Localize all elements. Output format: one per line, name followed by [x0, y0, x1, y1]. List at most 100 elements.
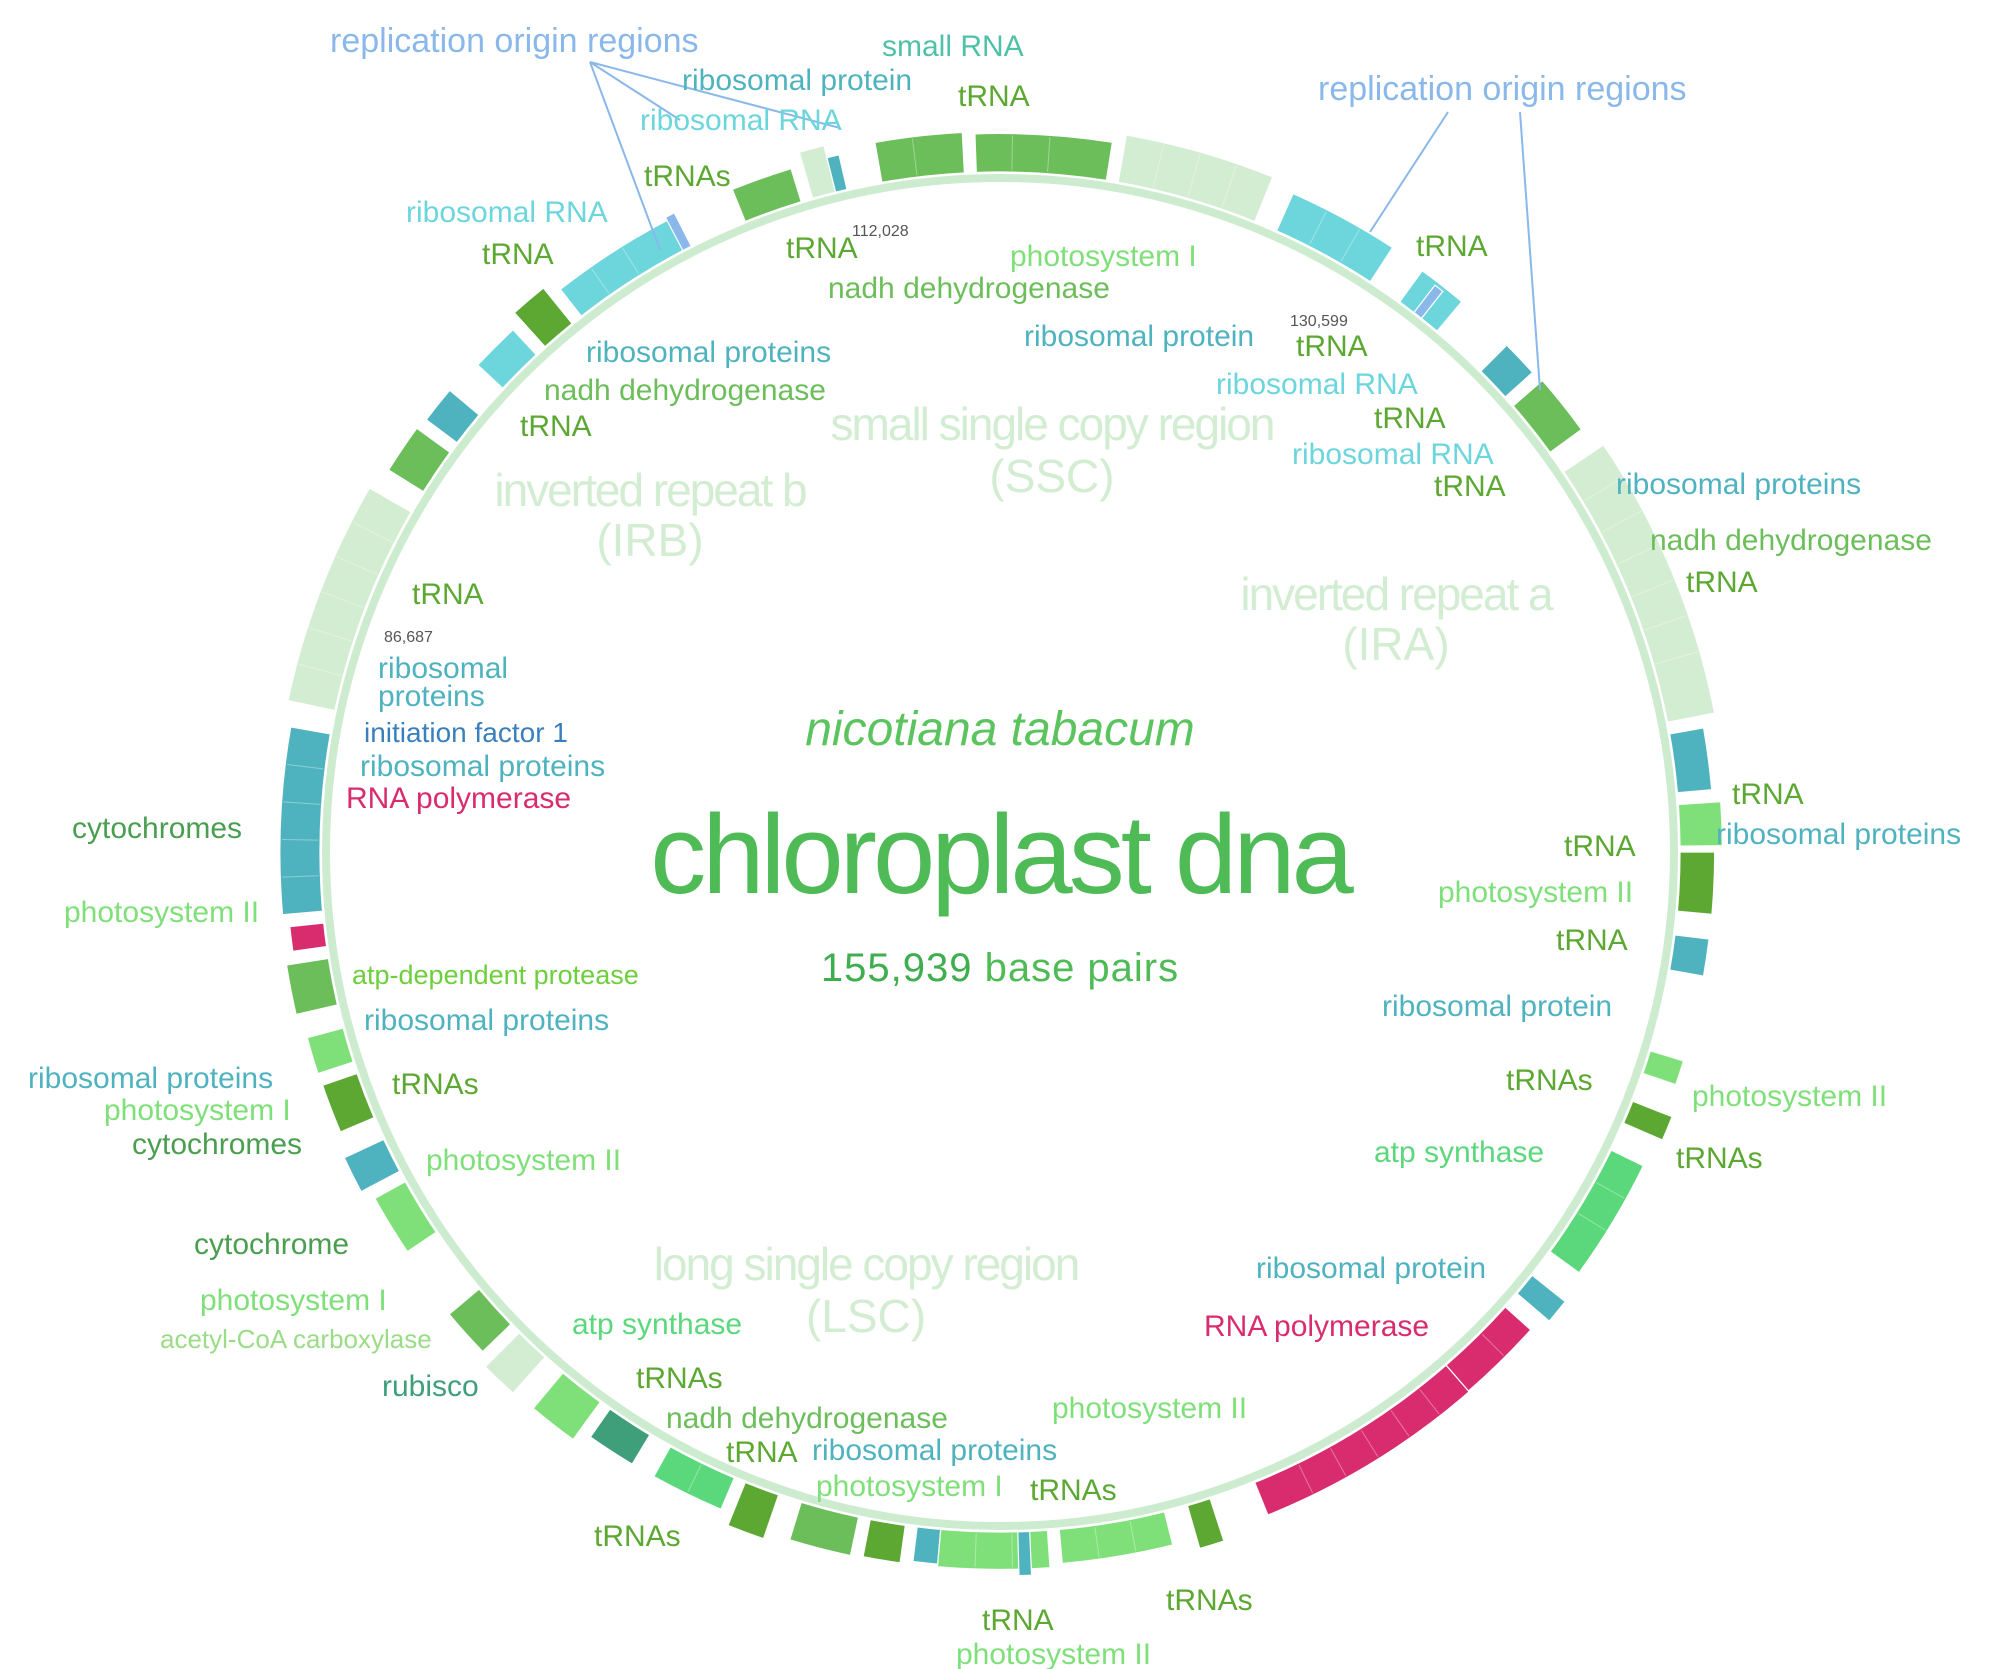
label-nadh-dehydrogenase: nadh dehydrogenase — [666, 1402, 948, 1435]
label-photosystem-ii: photosystem II — [1692, 1080, 1887, 1113]
gene-segment-ribosomal-protein — [343, 1138, 401, 1193]
segment-divider — [1584, 477, 1623, 502]
segment-divider — [1617, 544, 1659, 565]
label-trna: tRNA — [1686, 566, 1758, 599]
segment-divider — [352, 521, 393, 543]
label-cytochrome: cytochrome — [194, 1228, 349, 1261]
label-trna: tRNA — [958, 80, 1030, 113]
segment-divider — [1655, 651, 1699, 665]
gene-segments — [279, 131, 1724, 1577]
segment-divider — [1419, 1389, 1440, 1415]
gene-segment-rna-polymerase — [1253, 1364, 1471, 1516]
gene-segment-nadh — [448, 1288, 512, 1353]
label-trna: tRNA — [982, 1604, 1054, 1637]
segment-divider — [1309, 211, 1327, 245]
label-trna: tRNA — [520, 410, 592, 443]
gene-segment-photosystem — [1642, 1050, 1685, 1086]
segment-divider — [1187, 153, 1201, 197]
label-trnas: tRNAs — [1166, 1584, 1253, 1617]
label-ribosomal-proteins: ribosomal proteins — [28, 1062, 273, 1095]
gene-segment-photosystem — [1677, 800, 1724, 847]
label-nadh-dehydrogenase: nadh dehydrogenase — [828, 272, 1110, 305]
gene-labels: replication origin regions replication o… — [28, 22, 1961, 1669]
segment-divider — [1632, 579, 1674, 597]
segment-divider — [336, 556, 378, 576]
segment-divider — [1298, 1464, 1314, 1494]
label-ribosomal-proteins: proteins — [378, 680, 485, 713]
label-trnas: tRNAs — [636, 1362, 723, 1395]
label-trnas: tRNAs — [392, 1068, 479, 1101]
genome-length: 155,939 base pairs — [0, 946, 2000, 991]
label-ribosomal-proteins: ribosomal proteins — [1616, 468, 1861, 501]
segment-divider — [1340, 229, 1360, 262]
gene-segment-region — [798, 144, 837, 200]
segment-divider — [1047, 137, 1051, 172]
segment-divider — [281, 838, 319, 841]
label-ribosomal-proteins: ribosomal proteins — [586, 336, 831, 369]
label-ribosomal-proteins: ribosomal — [378, 652, 508, 685]
label-atp-synthase: atp synthase — [572, 1308, 742, 1341]
diagram-title: chloroplast dna — [650, 792, 1354, 917]
label-photosystem-ii: photosystem II — [64, 896, 259, 929]
gene-segment-photosystem — [532, 1372, 602, 1441]
label-nadh-dehydrogenase: nadh dehydrogenase — [544, 374, 826, 407]
gene-segment-atp — [653, 1445, 736, 1511]
label-atp-synthase: atp synthase — [1374, 1136, 1544, 1169]
genome-backbone — [322, 174, 1678, 1530]
label-trna: tRNA — [412, 578, 484, 611]
label-trnas: tRNAs — [594, 1520, 681, 1553]
gene-segment-photosystem — [1058, 1511, 1174, 1565]
gene-segment-region — [287, 487, 412, 712]
label-photosystem-ii: photosystem II — [956, 1638, 1151, 1669]
segment-divider — [1129, 1521, 1137, 1552]
segment-divider — [1330, 1448, 1347, 1476]
position-marker: 112,028 — [852, 223, 909, 240]
label-replication-origin: replication origin regions — [330, 22, 699, 60]
label-small-rna: small RNA — [882, 30, 1024, 63]
segment-divider — [622, 247, 640, 274]
label-photosystem-ii: photosystem II — [1052, 1392, 1247, 1425]
label-trna: tRNA — [786, 232, 858, 265]
segment-divider — [1601, 510, 1642, 533]
label-trnas: tRNAs — [1030, 1474, 1117, 1507]
gene-segment-ribosomal-protein — [425, 389, 480, 444]
gene-segment-ribosomal-rna — [476, 328, 538, 390]
gene-segment-atp — [1549, 1149, 1645, 1274]
leader-line — [1519, 111, 1541, 391]
gene-segment-tRNA — [513, 287, 573, 348]
species-name: nicotiana tabacum — [805, 703, 1195, 756]
segment-divider — [1390, 1410, 1410, 1437]
leader-line — [589, 61, 841, 129]
gene-segment-region — [484, 1331, 546, 1394]
label-trnas: tRNAs — [1676, 1142, 1763, 1175]
gene-segment-nadh — [1512, 379, 1583, 454]
gene-segment-tRNA — [321, 1072, 375, 1133]
label-ribosomal-proteins: ribosomal proteins — [812, 1434, 1057, 1467]
label-atp-dependent-protease: atp-dependent protease — [352, 960, 639, 990]
leader-line — [1369, 111, 1449, 233]
segment-divider — [1644, 615, 1687, 631]
gene-segment-photosystem — [936, 1528, 1051, 1571]
segment-divider — [282, 875, 319, 878]
segment-divider — [283, 801, 320, 805]
label-trna: tRNA — [1434, 470, 1506, 503]
gene-segment-rna-polymerase — [1445, 1306, 1532, 1392]
segment-divider — [1221, 165, 1237, 208]
label-photosystem-i: photosystem I — [104, 1094, 291, 1127]
label-rubisco: rubisco — [382, 1370, 479, 1403]
genome-ring — [322, 174, 1678, 1530]
position-markers: 112,028 130,599 86,687 — [384, 223, 1348, 646]
label-trnas: tRNAs — [1506, 1064, 1593, 1097]
gene-segment-rubisco — [589, 1408, 651, 1465]
segment-divider — [298, 663, 342, 676]
gene-segment-nadh — [788, 1501, 860, 1557]
gene-segment-tRNA — [862, 1518, 907, 1564]
gene-segment-nadh — [874, 131, 966, 184]
gene-segment-replication-origin — [1413, 284, 1444, 320]
region-lsc-name: long single copy region — [654, 1238, 1079, 1290]
label-leader-lines — [589, 61, 1541, 391]
gene-segment-photosystem — [374, 1180, 438, 1253]
segment-divider — [1360, 1430, 1379, 1458]
region-ira-abbr: (IRA) — [1342, 618, 1449, 670]
